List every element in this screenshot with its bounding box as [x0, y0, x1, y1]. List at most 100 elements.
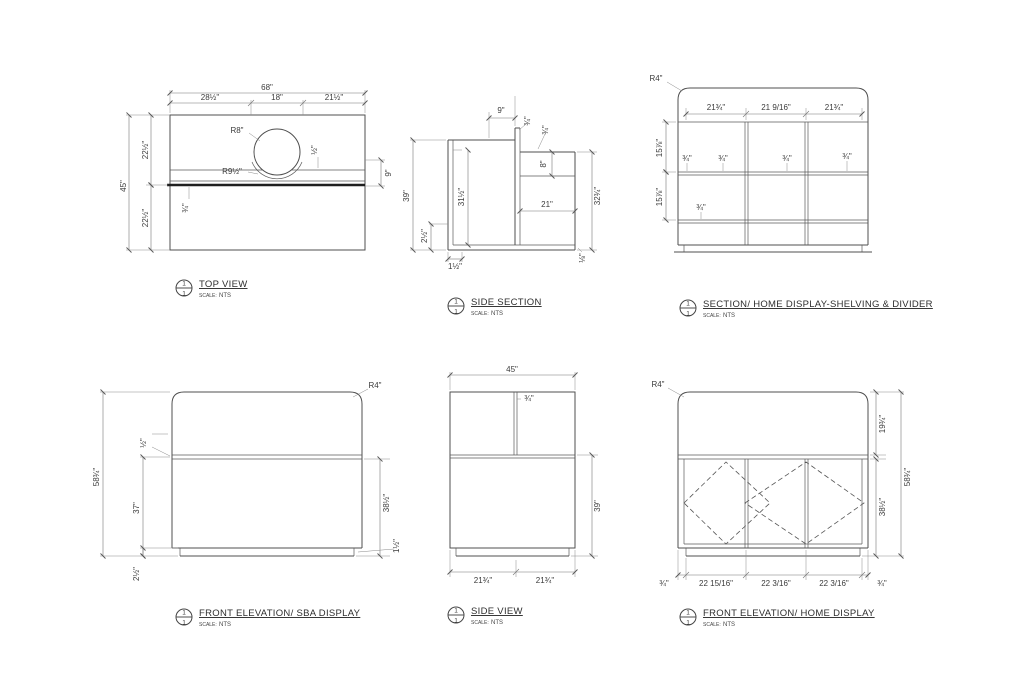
dim-overall-depth: 45": [119, 180, 128, 192]
dim-divider-thk: ¾": [523, 116, 532, 126]
dim-bay-c: 22 3/16": [819, 579, 849, 588]
side-view-dimensions: 45" ¾" 39" 21¾" 21¾": [447, 365, 602, 585]
dim-counter-edge: ¾": [181, 203, 190, 213]
dim-lower-height: 38½": [382, 494, 391, 513]
scale-label: SCALE:: [199, 622, 217, 628]
dim-seg-b: 21¾": [536, 576, 555, 585]
dim-corner-radius: R4": [368, 381, 381, 390]
dim-overall-width: 68": [261, 83, 273, 92]
view-title-top-view: TOP VIEW: [199, 279, 248, 290]
dim-bay-left: 21¾": [707, 103, 726, 112]
dim-bay-b: 22 3/16": [761, 579, 791, 588]
scale-value: NTS: [723, 313, 735, 319]
sheet-number: 1: [454, 618, 458, 625]
dim-depth-right: 9": [384, 169, 393, 176]
dim-seg-left: 28½": [201, 93, 220, 102]
side-section-dimensions: 9" ¾" ¾" 8" 31½" 39" 21" 32¾" 2½": [402, 96, 602, 271]
titleblock-side-view: 1 1 SIDE VIEW SCALE: NTS: [447, 606, 523, 626]
dim-kick-inset: 1½": [448, 262, 462, 271]
sheet-number: 1: [686, 620, 690, 627]
top-view-object-lines: [167, 114, 366, 251]
dim-reveal: ½": [310, 145, 319, 155]
scale-label: SCALE:: [703, 622, 721, 628]
titleblock-section-home: 1 1 SECTION/ HOME DISPLAY-SHELVING & DIV…: [679, 299, 933, 319]
view-title-front-home: FRONT ELEVATION/ HOME DISPLAY: [703, 608, 875, 619]
dim-shelf-drop: 8": [539, 160, 548, 167]
titleblock-top-view: 1 1 TOP VIEW SCALE: NTS: [175, 279, 248, 299]
dim-kick-height: 2½": [420, 229, 429, 243]
dim-right-height: 32¾": [593, 187, 602, 206]
scale-value: NTS: [491, 311, 503, 317]
view-title-side-section: SIDE SECTION: [471, 297, 542, 308]
top-view: 68" 28½" 18" 21½" 45" 22½" 22½" ¾" 9": [119, 83, 393, 299]
dim-thk-a: ¾": [682, 154, 692, 163]
side-view-object-lines: [449, 391, 576, 557]
dim-top-height: 19¾": [878, 415, 887, 434]
dim-depth-back: 22½": [141, 141, 150, 160]
dim-edge-right: ¾": [877, 579, 887, 588]
sheet-number: 1: [686, 311, 690, 318]
scale-value: NTS: [491, 620, 503, 626]
view-title-side-view: SIDE VIEW: [471, 606, 523, 617]
scale-value: NTS: [219, 293, 231, 299]
detail-number: 1: [454, 608, 458, 615]
section-home-display: R4" 21¾" 21 9/16" 21¾" 15⅞" 15⅞" ¾" ¾" ¾…: [649, 74, 932, 319]
dim-overall-height: 58¾": [92, 468, 101, 487]
dim-reveal: ½": [139, 438, 148, 448]
dim-interior-height: 31½": [457, 188, 466, 207]
sheet-number: 1: [182, 620, 186, 627]
detail-number: 1: [182, 610, 186, 617]
dim-top-width: 9": [497, 106, 504, 115]
dim-bay-a: 22 15/16": [699, 579, 733, 588]
scale-value: NTS: [219, 622, 231, 628]
dim-thk-e: ¾": [696, 203, 706, 212]
dim-counter-thk: ¾": [541, 125, 550, 135]
dim-edge-left: ¾": [659, 579, 669, 588]
dim-kick-height: 2½": [132, 567, 141, 581]
sheet-number: 1: [454, 309, 458, 316]
dim-shelf-width: 21": [541, 200, 553, 209]
dim-depth-front: 22½": [141, 209, 150, 228]
titleblock-front-sba: 1 1 FRONT ELEVATION/ SBA DISPLAY SCALE: …: [175, 608, 361, 628]
side-section: 9" ¾" ¾" 8" 31½" 39" 21" 32¾" 2½": [402, 96, 602, 317]
dim-overall-height: 39": [402, 190, 411, 202]
dim-overall-depth: 45": [506, 365, 518, 374]
top-view-dimensions: 68" 28½" 18" 21½" 45" 22½" 22½" ¾" 9": [119, 83, 393, 253]
dim-lower-height: 38½": [878, 498, 887, 517]
dim-spacing-top: 15⅞": [655, 139, 664, 158]
dim-seg-mid: 18": [271, 93, 283, 102]
side-section-object-lines: [447, 127, 576, 251]
side-view: 45" ¾" 39" 21¾" 21¾" 1 1 SIDE VIEW SCALE…: [447, 365, 602, 626]
dim-corner-radius: R4": [649, 74, 662, 83]
titleblock-side-section: 1 1 SIDE SECTION SCALE: NTS: [447, 297, 542, 317]
dim-thk-b: ¾": [718, 154, 728, 163]
scale-label: SCALE:: [199, 293, 217, 299]
dim-overall-height: 58¾": [903, 468, 912, 487]
section-home-object-lines: [674, 87, 872, 253]
dim-kick-inset: 1½": [392, 539, 401, 553]
dim-bay-mid: 21 9/16": [761, 103, 791, 112]
dim-base-thk: ⅛": [578, 253, 587, 263]
sheet-number: 1: [182, 291, 186, 298]
dim-height: 39": [593, 500, 602, 512]
detail-number: 1: [182, 281, 186, 288]
dim-spacing-bottom: 15⅞": [655, 188, 664, 207]
titleblock-front-home: 1 1 FRONT ELEVATION/ HOME DISPLAY SCALE:…: [679, 608, 875, 628]
dim-thk-d: ¾": [842, 152, 852, 161]
section-home-dimensions: R4" 21¾" 21 9/16" 21¾" 15⅞" 15⅞" ¾" ¾" ¾…: [649, 74, 865, 223]
dim-seg-right: 21½": [325, 93, 344, 102]
view-title-front-sba: FRONT ELEVATION/ SBA DISPLAY: [199, 608, 361, 619]
scale-label: SCALE:: [703, 313, 721, 319]
scale-label: SCALE:: [471, 620, 489, 626]
dim-seg-a: 21¾": [474, 576, 493, 585]
dim-divider-thk: ¾": [524, 394, 534, 403]
front-elevation-home: R4" 19¾" 38½" 58¾" ¾" 22 15/16" 22 3/1: [651, 380, 912, 628]
scale-label: SCALE:: [471, 311, 489, 317]
scale-value: NTS: [723, 622, 735, 628]
detail-number: 1: [454, 299, 458, 306]
dim-corner-radius: R4": [651, 380, 664, 389]
dim-thk-c: ¾": [782, 154, 792, 163]
view-title-section-home: SECTION/ HOME DISPLAY-SHELVING & DIVIDER: [703, 299, 933, 310]
